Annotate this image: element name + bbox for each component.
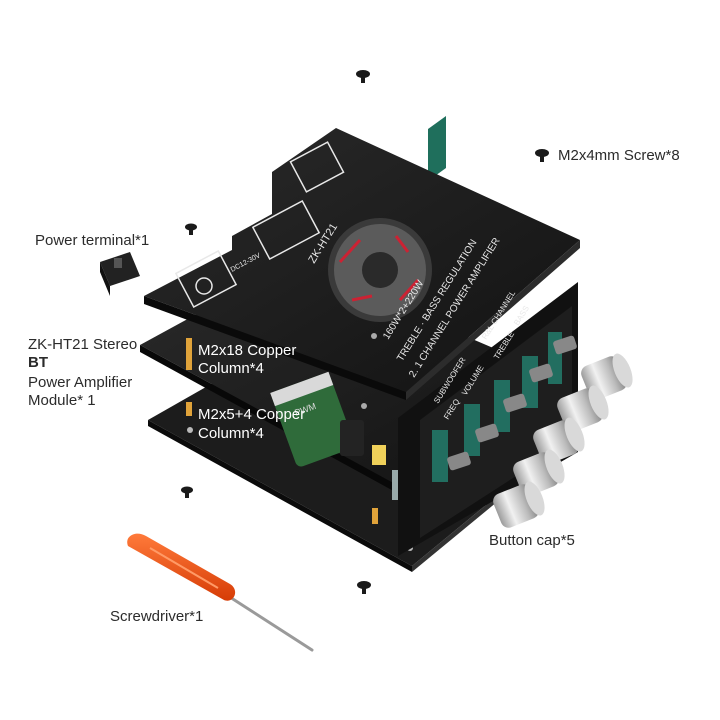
button-cap-label: Button cap*5 — [489, 532, 575, 549]
terminal-icons — [174, 141, 345, 309]
potentiometer-shafts — [447, 335, 577, 471]
yellow-connector — [372, 445, 386, 465]
power-terminal-label: Power terminal*1 — [35, 232, 150, 249]
module-label-bt: BT — [28, 354, 48, 371]
top-cover-plate — [144, 128, 580, 409]
front-panel — [398, 115, 578, 556]
screwdriver-label: Screwdriver*1 — [110, 608, 204, 625]
module-label-line3: Power Amplifier — [28, 374, 133, 391]
copper18-label-line2: Column*4 — [198, 360, 264, 377]
copper18-label-line1: M2x18 Copper — [198, 342, 297, 359]
copper-columns — [186, 338, 378, 524]
screw-label: M2x4mm Screw*8 — [558, 147, 680, 164]
capacitor-bank — [270, 371, 364, 467]
screw-icon — [181, 70, 549, 594]
module-label-line2: BT — [28, 353, 48, 372]
copper5-label-line1: M2x5+4 Copper — [198, 406, 306, 423]
screwdriver-icon — [127, 533, 314, 652]
copper5-label-line2: Column*4 — [198, 425, 264, 442]
power-terminal-icon — [100, 252, 140, 296]
module-label-line4: Module* 1 — [28, 392, 96, 409]
module-label-line1: ZK-HT21 Stereo — [28, 336, 138, 353]
button-caps — [493, 353, 633, 528]
